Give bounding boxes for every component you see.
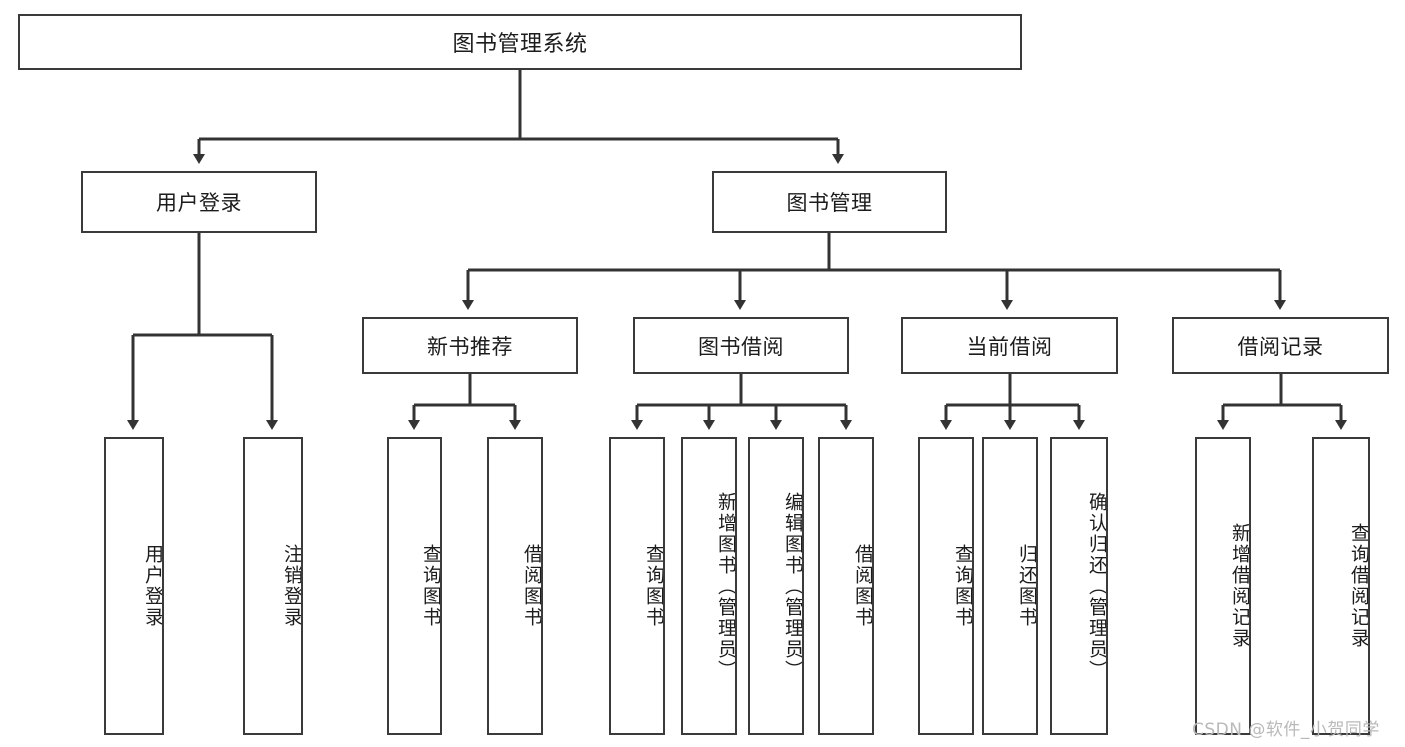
leaf-query-book-current[interactable]: 查询图书 — [918, 437, 974, 735]
leaf-query-book-borrow[interactable]: 查询图书 — [609, 437, 665, 735]
node-current-borrow[interactable]: 当前借阅 — [901, 317, 1118, 374]
leaf-return-book[interactable]: 归还图书 — [982, 437, 1038, 735]
leaf-user-logout[interactable]: 注销登录 — [243, 437, 303, 735]
leaf-add-book-admin[interactable]: 新增图书（管理员） — [681, 437, 737, 735]
node-book-borrow[interactable]: 图书借阅 — [633, 317, 849, 374]
leaf-query-borrow-record[interactable]: 查询借阅记录 — [1312, 437, 1370, 735]
leaf-add-borrow-record[interactable]: 新增借阅记录 — [1195, 437, 1251, 735]
csdn-watermark: CSDN @软件_小贺同学 — [1192, 720, 1380, 740]
node-new-book-recommend[interactable]: 新书推荐 — [362, 317, 578, 374]
leaf-borrow-book-recommend[interactable]: 借阅图书 — [487, 437, 543, 735]
leaf-lend-book[interactable]: 借阅图书 — [818, 437, 874, 735]
leaf-user-login[interactable]: 用户登录 — [104, 437, 164, 735]
leaf-query-book-recommend[interactable]: 查询图书 — [387, 437, 442, 735]
node-user-login[interactable]: 用户登录 — [81, 171, 317, 233]
leaf-edit-book-admin[interactable]: 编辑图书（管理员） — [748, 437, 804, 735]
leaf-confirm-return-admin[interactable]: 确认归还（管理员） — [1050, 437, 1108, 735]
node-book-management[interactable]: 图书管理 — [712, 171, 947, 233]
node-root[interactable]: 图书管理系统 — [18, 14, 1022, 70]
node-borrow-record[interactable]: 借阅记录 — [1172, 317, 1389, 374]
